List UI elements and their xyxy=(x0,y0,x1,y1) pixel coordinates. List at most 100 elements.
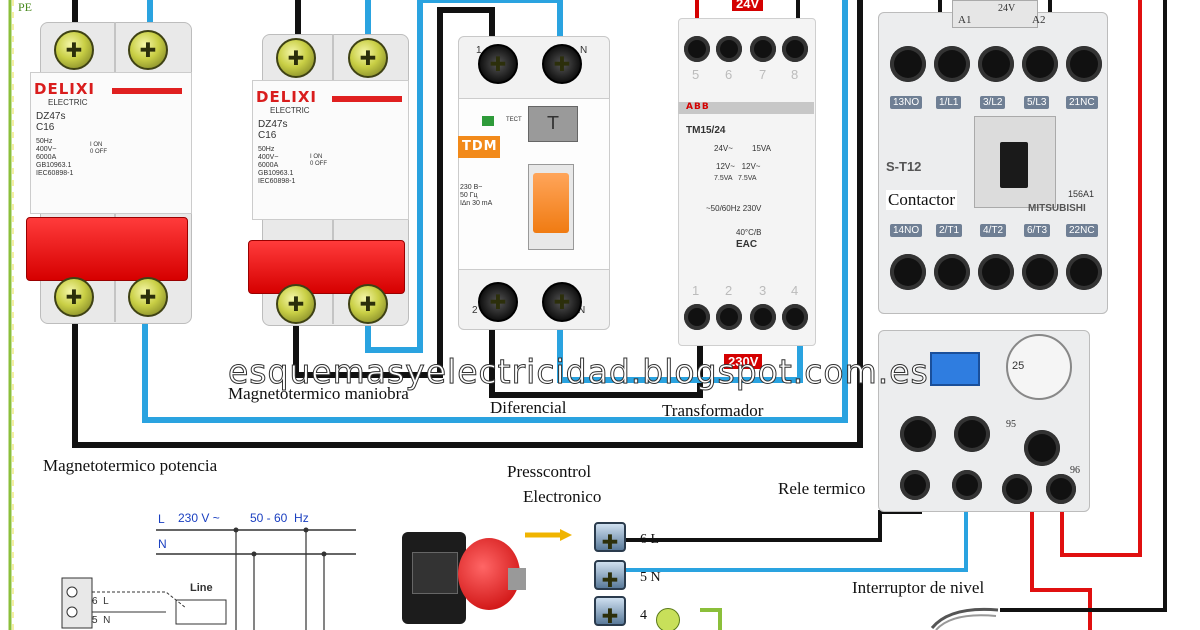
breaker-rating: C16 xyxy=(36,122,55,133)
power-breaker-label: Magnetotermico potencia xyxy=(43,456,218,475)
screw-icon xyxy=(54,277,94,317)
breaker-on-off: I ON 0 OFF xyxy=(90,142,108,155)
rcd-label: Diferencial xyxy=(490,398,567,417)
terminal-screw xyxy=(1024,430,1060,466)
contactor-top-term: 13NO xyxy=(890,96,923,109)
dial-value: 25 xyxy=(1012,360,1025,372)
transformer-bottom-terminal: 1 xyxy=(692,283,700,298)
presscontrol-label-1: Presscontrol xyxy=(507,462,592,481)
terminal-connector-icon xyxy=(594,596,626,626)
contactor-bottom-term: 14NO xyxy=(890,224,923,237)
contactor-top-term: 3/L2 xyxy=(980,96,1006,109)
pe-label: PE xyxy=(18,0,33,14)
presscontrol-label-2: Electronico xyxy=(523,487,602,506)
contactor-model: S-T12 xyxy=(886,159,922,174)
terminal-screw xyxy=(1066,254,1102,290)
presscontrol-terminal: 4 xyxy=(640,608,647,623)
contactor-top-term: 1/L1 xyxy=(936,96,962,109)
control-neutral-wire xyxy=(365,0,423,353)
coil-a1: A1 xyxy=(958,14,972,26)
screw-icon xyxy=(542,44,582,84)
red-control-wire-1 xyxy=(1060,0,1142,557)
transformer[interactable]: 5 6 7 8 ABB TM15/24 24V~ 15VA 12V~ 12V~ … xyxy=(678,18,816,346)
terminal-screw xyxy=(900,470,930,500)
screw-icon xyxy=(276,284,316,324)
breaker-rating: C16 xyxy=(258,130,277,141)
breaker-brand: DELIXI xyxy=(34,80,95,98)
transformer-brand: ABB xyxy=(686,102,710,112)
level-switch-icon xyxy=(930,607,999,630)
rcd-device[interactable]: 1 N TECT T TDM 230 B~ 50 Гц I∆n 30 mA 2 … xyxy=(458,36,610,330)
contactor-brand: MITSUBISHI xyxy=(1028,203,1086,214)
breaker-on-off: I ON 0 OFF xyxy=(310,154,328,167)
contactor-top-term: 5/L3 xyxy=(1024,96,1050,109)
screw-icon xyxy=(478,282,518,322)
terminal-hole xyxy=(684,304,710,330)
screw-icon xyxy=(348,284,388,324)
transformer-model: TM15/24 xyxy=(686,125,726,136)
breaker-handle[interactable] xyxy=(248,240,405,294)
rcd-brand: TDM xyxy=(462,139,498,154)
terminal-hole xyxy=(750,304,776,330)
transformer-line1: 24V~ xyxy=(714,144,733,153)
breaker-handle[interactable] xyxy=(26,217,188,281)
contactor-plunger[interactable] xyxy=(1000,142,1028,188)
terminal-hole xyxy=(684,36,710,62)
terminal-screw xyxy=(1046,474,1076,504)
thermal-relay[interactable]: 25 95 96 xyxy=(878,330,1090,512)
contactor-bottom-term: 2/T1 xyxy=(936,224,963,237)
transformer-line2: 12V~ 12V~ xyxy=(716,162,761,171)
terminal-screw xyxy=(1022,254,1058,290)
screw-icon xyxy=(542,282,582,322)
transformer-line4: ~50/60Hz 230V xyxy=(706,204,762,213)
screw-icon xyxy=(478,44,518,84)
rcd-terminal-label: 1 xyxy=(476,45,482,56)
contactor-top-term: 21NC xyxy=(1066,96,1098,109)
terminal-screw xyxy=(900,416,936,452)
terminal-connector-icon xyxy=(594,560,626,590)
coil-a2: A2 xyxy=(1032,14,1046,26)
breaker-subtitle: ELECTRIC xyxy=(48,98,88,107)
rcd-toggle[interactable] xyxy=(528,164,574,250)
terminal-screw xyxy=(1002,474,1032,504)
breaker-specs: 50Hz 400V~ 6000A GB10963.1 IEC60898-1 xyxy=(36,138,74,177)
rcd-specs: 230 B~ 50 Гц I∆n 30 mA xyxy=(460,184,493,207)
transformer-line1-va: 15VA xyxy=(752,144,771,153)
control-breaker-label: Magnetotermico maniobra xyxy=(228,384,409,403)
terminal-connector-icon xyxy=(594,522,626,552)
terminal-hole xyxy=(782,36,808,62)
current-dial[interactable]: 25 xyxy=(1006,334,1072,400)
terminal-screw xyxy=(978,254,1014,290)
transformer-line5: 40°C/B xyxy=(736,228,762,237)
schematic-l: L xyxy=(158,512,165,526)
presscontrol-terminal: 5 N xyxy=(640,570,661,585)
contactor[interactable]: A1 24V A2 13NO 1/L1 3/L2 5/L3 21NC S-T12… xyxy=(878,0,1108,314)
rcd-phase-wire xyxy=(489,320,703,398)
transformer-top-terminal: 7 xyxy=(759,67,767,82)
rcd-test-label: TECT xyxy=(506,117,522,123)
presscontrol-neutral-wire xyxy=(620,500,968,572)
power-breaker[interactable]: DELIXI ELECTRIC DZ47s C16 50Hz 400V~ 600… xyxy=(26,22,192,324)
presscontrol-device[interactable] xyxy=(398,522,526,630)
rcd-terminal-label: N xyxy=(578,305,586,316)
watermark: esquemasyelectricidad.blogspot.com.es xyxy=(228,352,929,392)
breaker-model: DZ47s xyxy=(36,111,66,122)
reset-button[interactable] xyxy=(930,352,980,386)
power-phase-wire xyxy=(72,0,863,448)
transformer-in-badge: 230V xyxy=(724,354,763,369)
transformer-bottom-terminal: 3 xyxy=(759,283,767,298)
schematic-voltage: 230 V ~ xyxy=(178,511,220,525)
terminal-screw xyxy=(934,254,970,290)
aux-96: 96 xyxy=(1070,465,1080,476)
breaker-brand: DELIXI xyxy=(256,88,317,106)
terminal-screw xyxy=(1022,46,1058,82)
rcd-test-button[interactable]: T xyxy=(528,106,578,142)
transformer-out-badge: 24V xyxy=(732,0,764,11)
terminal-hole xyxy=(782,304,808,330)
terminal-screw xyxy=(954,416,990,452)
power-neutral-wire xyxy=(142,0,848,423)
coil-voltage: 24V xyxy=(998,3,1016,14)
control-breaker[interactable]: DELIXI ELECTRIC DZ47s C16 50Hz 400V~ 600… xyxy=(248,34,409,326)
terminal-screw xyxy=(890,46,926,82)
